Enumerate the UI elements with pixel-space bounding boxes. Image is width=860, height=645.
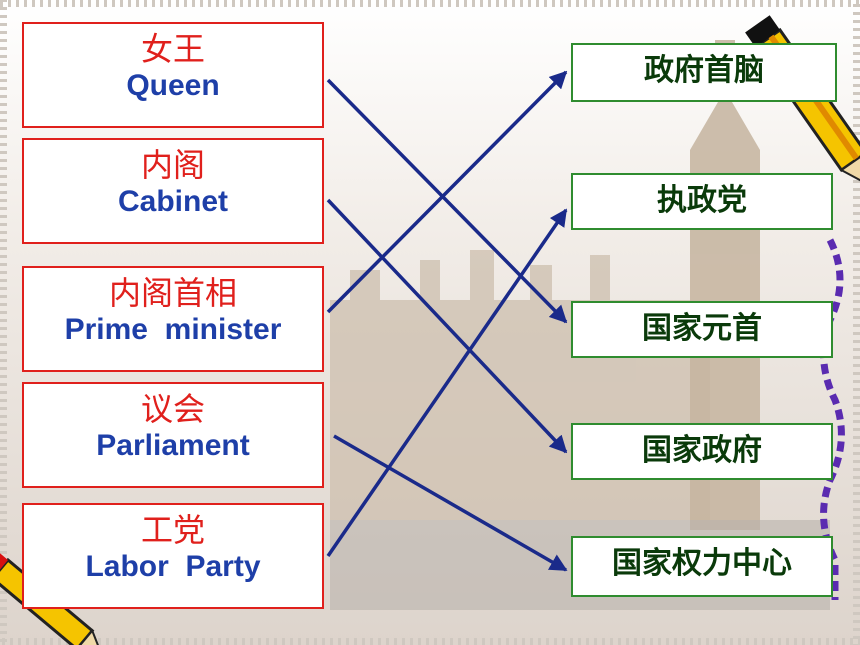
- left-box-cabinet[interactable]: 内阁 Cabinet: [22, 138, 324, 244]
- left-label-zh: 女王: [140, 30, 205, 68]
- right-box-head-of-government[interactable]: 政府首脑: [571, 43, 837, 102]
- right-label: 国家元首: [642, 311, 762, 346]
- left-label-zh: 议会: [140, 390, 205, 428]
- right-label: 国家权力中心: [612, 546, 792, 581]
- left-label-en: Labor Party: [85, 550, 261, 583]
- left-label-zh: 内阁首相: [108, 274, 237, 312]
- left-label-en: Prime minister: [64, 313, 282, 346]
- left-label-en: Parliament: [96, 429, 250, 462]
- right-label: 国家政府: [642, 433, 762, 468]
- right-box-head-of-state[interactable]: 国家元首: [571, 301, 833, 358]
- right-box-ruling-party[interactable]: 执政党: [571, 173, 833, 230]
- right-label: 政府首脑: [644, 53, 764, 88]
- right-label: 执政党: [657, 183, 747, 218]
- left-box-prime-minister[interactable]: 内阁首相 Prime minister: [22, 266, 324, 372]
- left-box-parliament[interactable]: 议会 Parliament: [22, 382, 324, 488]
- left-label-zh: 内阁: [140, 146, 205, 184]
- connector-arrow-3: [333, 434, 568, 572]
- left-label-en: Cabinet: [117, 185, 228, 218]
- connector-arrow-2: [326, 70, 568, 314]
- right-box-power-center[interactable]: 国家权力中心: [571, 536, 833, 597]
- left-label-en: Queen: [126, 69, 220, 102]
- connector-arrow-4: [326, 208, 568, 557]
- left-box-queen[interactable]: 女王 Queen: [22, 22, 324, 128]
- connector-arrow-1: [326, 198, 568, 454]
- right-box-national-government[interactable]: 国家政府: [571, 423, 833, 480]
- left-box-labor-party[interactable]: 工党 Labor Party: [22, 503, 324, 609]
- connector-arrow-0: [326, 78, 568, 324]
- left-label-zh: 工党: [140, 511, 205, 549]
